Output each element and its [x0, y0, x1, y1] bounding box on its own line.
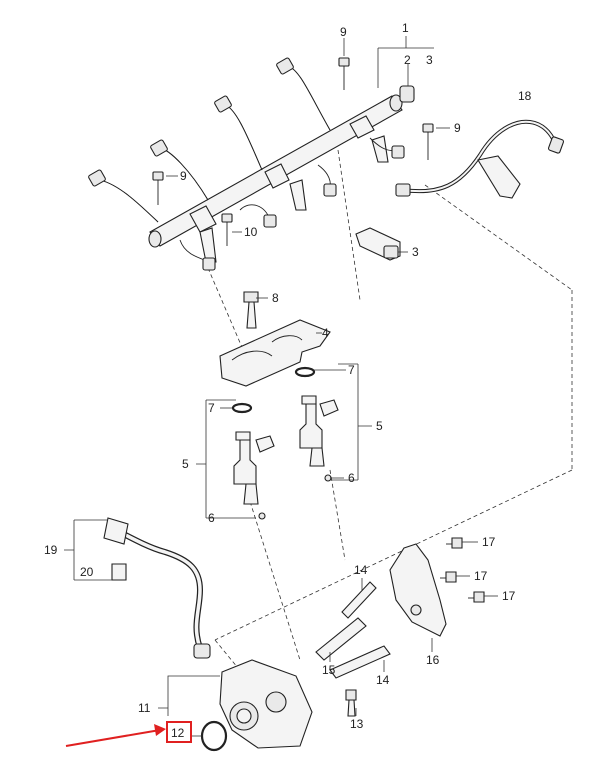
return-line-19 — [103, 517, 211, 659]
callout-labels: 1 2 3 9 18 9 9 10 3 8 4 7 7 5 5 6 6 19 2… — [44, 21, 532, 740]
o-ring-7-left — [231, 402, 253, 414]
callout-9a: 9 — [340, 25, 347, 39]
assembly-dash-lines — [207, 149, 573, 669]
callout-6b: 6 — [348, 471, 355, 485]
injector-left — [231, 402, 275, 520]
pipe-bracket — [477, 155, 521, 199]
o-ring-7-right — [294, 366, 316, 378]
callout-15: 15 — [322, 663, 336, 677]
bolts-17 — [440, 537, 485, 603]
callout-5a: 5 — [182, 457, 189, 471]
injector-right — [294, 366, 339, 482]
rail-cap — [399, 85, 415, 103]
callout-4: 4 — [322, 326, 329, 340]
bolt-8 — [243, 291, 259, 329]
pressure-sensor — [355, 227, 401, 261]
sensor-20 — [111, 563, 127, 581]
injector-lines — [88, 57, 405, 271]
callout-7b: 7 — [348, 363, 355, 377]
fuel-rail — [148, 85, 415, 263]
callout-12: 12 — [171, 726, 185, 740]
studs — [315, 581, 391, 679]
callout-19: 19 — [44, 543, 58, 557]
callout-14a: 14 — [354, 563, 368, 577]
callout-11: 11 — [138, 701, 151, 715]
callout-8: 8 — [272, 291, 279, 305]
callout-14b: 14 — [376, 673, 390, 687]
cover-plate-16 — [389, 543, 447, 637]
callout-18: 18 — [518, 89, 532, 103]
callout-17b: 17 — [474, 569, 488, 583]
bolt-13 — [345, 689, 357, 717]
high-pressure-pump — [200, 659, 313, 752]
callout-7a: 7 — [208, 401, 215, 415]
highlight-arrow — [65, 724, 166, 747]
callout-17a: 17 — [482, 535, 496, 549]
callout-3a: 3 — [426, 53, 433, 67]
callout-3b: 3 — [412, 245, 419, 259]
callout-9c: 9 — [180, 169, 187, 183]
bolts-9 — [152, 57, 434, 205]
callout-2: 2 — [404, 53, 411, 67]
callout-16: 16 — [426, 653, 440, 667]
bolt-10 — [221, 213, 233, 246]
callout-17c: 17 — [502, 589, 516, 603]
injector-bracket — [219, 319, 331, 387]
o-ring-12 — [200, 720, 228, 752]
leader-lines — [64, 36, 498, 737]
callout-6a: 6 — [208, 511, 215, 525]
callout-13: 13 — [350, 717, 364, 731]
highlight-box-12 — [166, 721, 192, 743]
callout-9b: 9 — [454, 121, 461, 135]
callout-5b: 5 — [376, 419, 383, 433]
callout-1: 1 — [402, 21, 409, 35]
callout-20: 20 — [80, 565, 94, 579]
callout-10: 10 — [244, 225, 258, 239]
fuel-pipe-18 — [395, 119, 565, 199]
